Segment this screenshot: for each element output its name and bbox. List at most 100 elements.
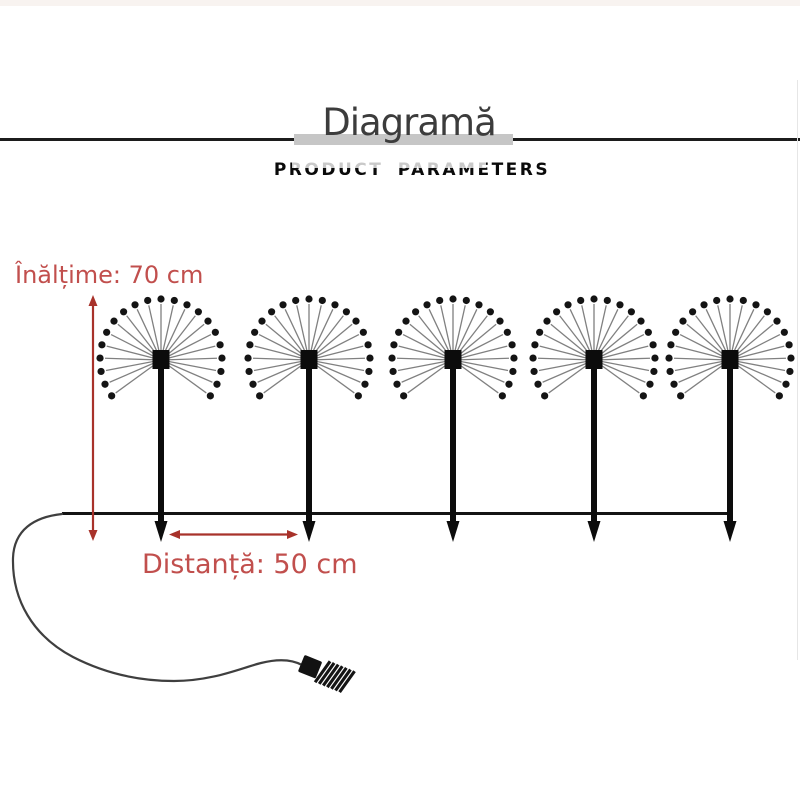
light-bulb-dot bbox=[498, 392, 506, 400]
light-bulb-dot bbox=[529, 354, 537, 362]
light-bulb-dot bbox=[651, 354, 659, 362]
light-bulb-dot bbox=[590, 295, 598, 303]
light-bulb-dot bbox=[412, 308, 420, 316]
stake-spike-tip bbox=[446, 521, 460, 542]
light-bulb-dot bbox=[103, 328, 111, 336]
light-bulb-dot bbox=[101, 380, 109, 388]
light-bulb-dot bbox=[256, 392, 264, 400]
light-bulb-dot bbox=[700, 301, 708, 309]
light-bulb-dot bbox=[251, 328, 259, 336]
light-bulb-dot bbox=[359, 328, 367, 336]
light-bulb-dot bbox=[644, 328, 652, 336]
light-bulb-dot bbox=[183, 301, 191, 309]
light-bulb-dot bbox=[505, 380, 513, 388]
light-bulb-dot bbox=[216, 341, 224, 349]
light-bulb-dot bbox=[393, 380, 401, 388]
light-bulb-dot bbox=[390, 341, 398, 349]
light-bulb-dot bbox=[509, 367, 517, 376]
distance-dimension-label: Distanță: 50 cm bbox=[142, 549, 358, 580]
light-bulb-dot bbox=[534, 380, 542, 388]
light-hub bbox=[721, 350, 739, 369]
light-bulb-dot bbox=[503, 328, 511, 336]
light-bulb-dot bbox=[213, 380, 221, 388]
light-bulb-dot bbox=[677, 392, 685, 400]
light-bulb-dot bbox=[637, 317, 645, 325]
light-bulb-dot bbox=[616, 301, 624, 309]
light-bulb-dot bbox=[96, 354, 104, 362]
light-bulb-dot bbox=[475, 301, 483, 309]
light-bulb-dot bbox=[170, 296, 178, 305]
light-bulb-dot bbox=[787, 354, 795, 362]
light-bulb-dot bbox=[211, 328, 219, 336]
light-bulb-dot bbox=[603, 296, 611, 305]
light-bulb-dot bbox=[649, 341, 657, 349]
light-bulb-dot bbox=[218, 354, 226, 362]
light-hub bbox=[444, 350, 462, 369]
page-title: Diagramă bbox=[322, 101, 497, 144]
height-dimension-arrow bbox=[88, 295, 98, 541]
light-bulb-dot bbox=[639, 392, 647, 400]
power-wire bbox=[11, 512, 304, 683]
light-bulb-dot bbox=[354, 392, 362, 400]
subtitle-fade-mask bbox=[292, 151, 486, 168]
height-dimension-label: Înălțime: 70 cm bbox=[15, 261, 204, 289]
stake-spike-tip bbox=[154, 521, 168, 542]
light-hub bbox=[300, 350, 318, 369]
light-bulb-dot bbox=[462, 296, 470, 305]
light-hub bbox=[152, 350, 170, 369]
light-stake bbox=[158, 368, 164, 523]
light-bulb-dot bbox=[530, 367, 538, 376]
light-bulb-dot bbox=[279, 301, 287, 309]
light-bulb-dot bbox=[689, 308, 697, 316]
light-bulb-dot bbox=[249, 380, 257, 388]
light-bulb-dot bbox=[665, 354, 673, 362]
light-bulb-dot bbox=[365, 367, 373, 376]
image-right-edge-line bbox=[797, 80, 798, 660]
light-bulb-dot bbox=[752, 301, 760, 309]
light-bulb-dot bbox=[352, 317, 360, 325]
light-bulb-dot bbox=[97, 367, 105, 376]
light-bulb-dot bbox=[98, 341, 106, 349]
light-bulb-dot bbox=[366, 354, 374, 362]
light-hub bbox=[585, 350, 603, 369]
light-bulb-dot bbox=[389, 367, 397, 376]
stake-spike-tip bbox=[723, 521, 737, 542]
stake-spike-tip bbox=[587, 521, 601, 542]
light-bulb-dot bbox=[423, 301, 431, 309]
light-bulb-dot bbox=[763, 308, 771, 316]
light-bulb-dot bbox=[679, 317, 687, 325]
light-bulb-dot bbox=[364, 341, 372, 349]
light-stake bbox=[450, 368, 456, 523]
light-bulb-dot bbox=[217, 367, 225, 376]
light-bulb-dot bbox=[436, 296, 444, 305]
light-bulb-dot bbox=[510, 354, 518, 362]
light-bulb-dot bbox=[292, 296, 300, 305]
distance-dimension-arrow bbox=[169, 530, 298, 539]
dandelion-light-2 bbox=[244, 295, 374, 542]
light-bulb-dot bbox=[305, 295, 313, 303]
light-bulb-dot bbox=[553, 308, 561, 316]
light-bulb-dot bbox=[206, 392, 214, 400]
light-bulb-dot bbox=[486, 308, 494, 316]
dandelion-light-4 bbox=[529, 295, 659, 542]
light-bulb-dot bbox=[543, 317, 551, 325]
dandelion-light-3 bbox=[388, 295, 518, 542]
light-bulb-dot bbox=[541, 392, 549, 400]
light-bulb-dot bbox=[318, 296, 326, 305]
light-bulb-dot bbox=[773, 317, 781, 325]
light-bulb-dot bbox=[782, 380, 790, 388]
light-bulb-dot bbox=[342, 308, 350, 316]
light-bulb-dot bbox=[627, 308, 635, 316]
light-bulb-dot bbox=[245, 367, 253, 376]
light-bulb-dot bbox=[780, 328, 788, 336]
light-bulb-dot bbox=[194, 308, 202, 316]
light-bulb-dot bbox=[268, 308, 276, 316]
light-bulb-dot bbox=[577, 296, 585, 305]
light-bulb-dot bbox=[531, 341, 539, 349]
light-bulb-dot bbox=[564, 301, 572, 309]
light-bulb-dot bbox=[650, 367, 658, 376]
light-bulb-dot bbox=[536, 328, 544, 336]
light-bulb-dot bbox=[786, 367, 794, 376]
light-bulb-dot bbox=[739, 296, 747, 305]
